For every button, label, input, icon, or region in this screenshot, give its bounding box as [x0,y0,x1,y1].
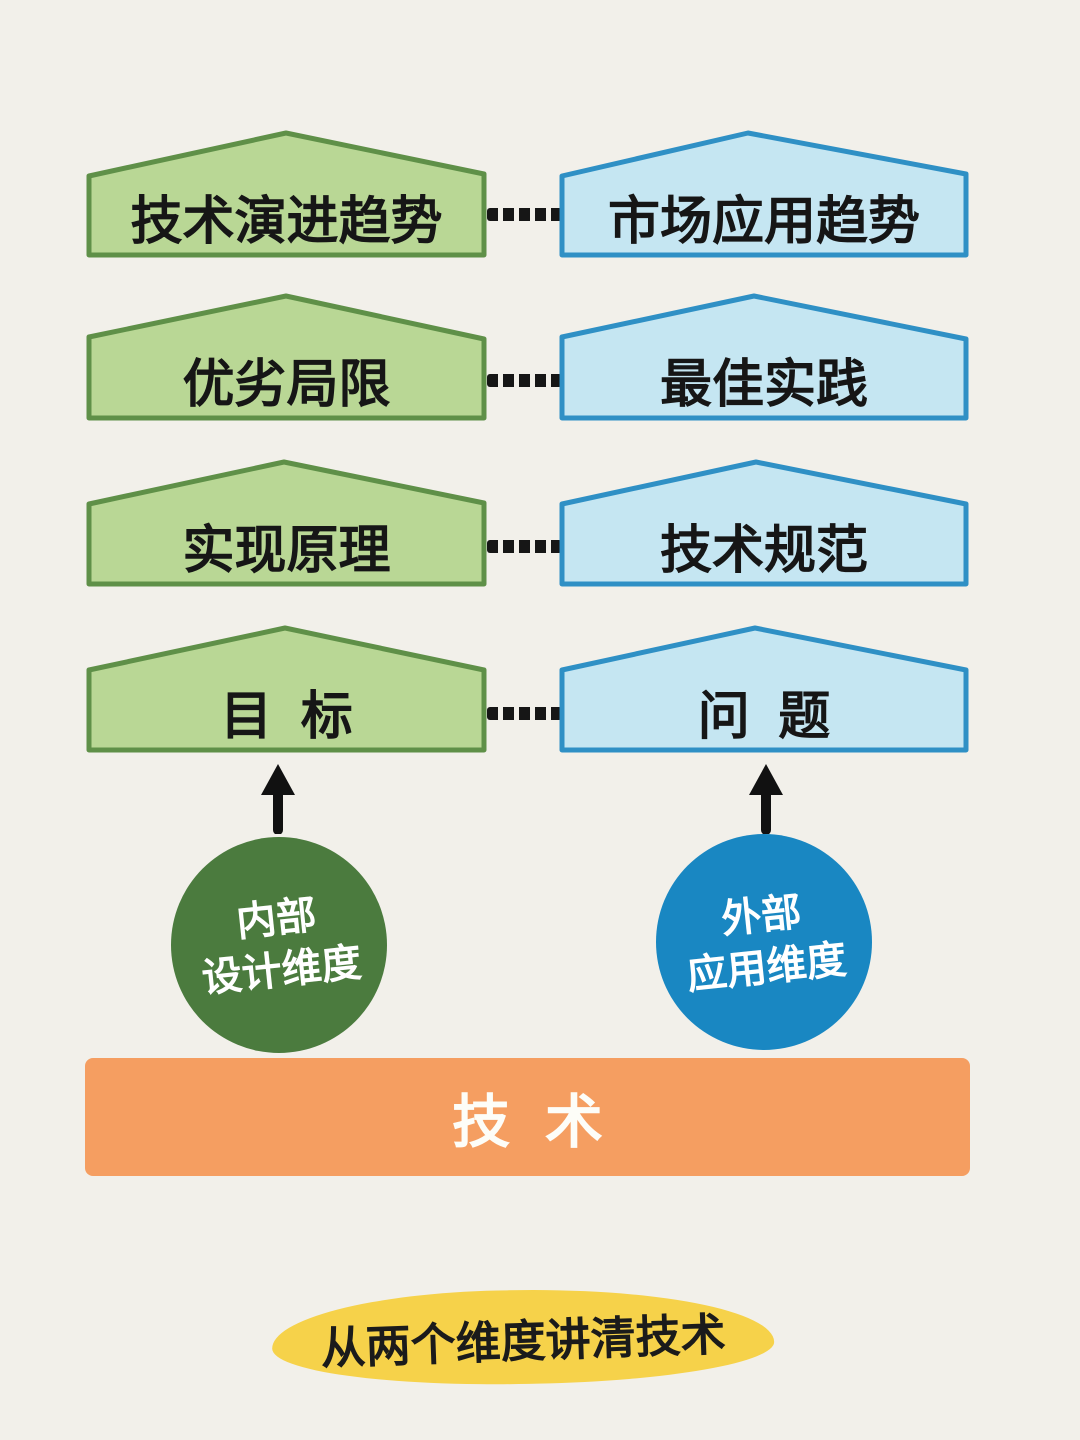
pentagon-shape [86,625,487,753]
pentagon-shape [559,459,969,587]
box-label: 优劣局限 [182,354,391,415]
up-arrow-icon [744,762,788,835]
box-label: 问题 [697,686,859,747]
box-label: 目标 [220,686,382,747]
up-arrow-icon [256,762,300,835]
box-label: 实现原理 [182,520,391,581]
box-problem: 问题 [558,624,970,754]
box-label: 市场应用趋势 [607,191,920,252]
pentagon-shape [86,459,487,587]
circle-internal-design-dimension: 内部 设计维度 [171,837,387,1053]
box-implementation-principle: 实现原理 [85,458,488,588]
pentagon-shape [86,130,487,258]
box-market-application-trend: 市场应用趋势 [558,129,970,259]
pentagon-shape [559,130,969,258]
dashed-connector [487,707,562,720]
pentagon-shape [559,293,969,421]
technology-base-bar: 技术 [85,1058,970,1176]
dashed-connector [487,540,562,553]
box-label: 技术演进趋势 [130,191,443,252]
box-label: 技术规范 [659,520,868,581]
pentagon-shape [559,625,969,753]
box-technical-specification: 技术规范 [558,458,970,588]
dashed-connector [487,374,562,387]
pentagon-shape [86,293,487,421]
box-best-practices: 最佳实践 [558,292,970,422]
box-tech-evolution-trend: 技术演进趋势 [85,129,488,259]
base-bar-label: 技术 [452,1088,638,1156]
circle-external-application-dimension: 外部 应用维度 [656,834,872,1050]
box-pros-cons-limits: 优劣局限 [85,292,488,422]
box-goal: 目标 [85,624,488,754]
box-label: 最佳实践 [659,354,868,415]
dashed-connector [487,208,562,221]
caption-text: 从两个维度讲清技术 [319,1307,727,1375]
caption: 从两个维度讲清技术 [271,1284,775,1390]
